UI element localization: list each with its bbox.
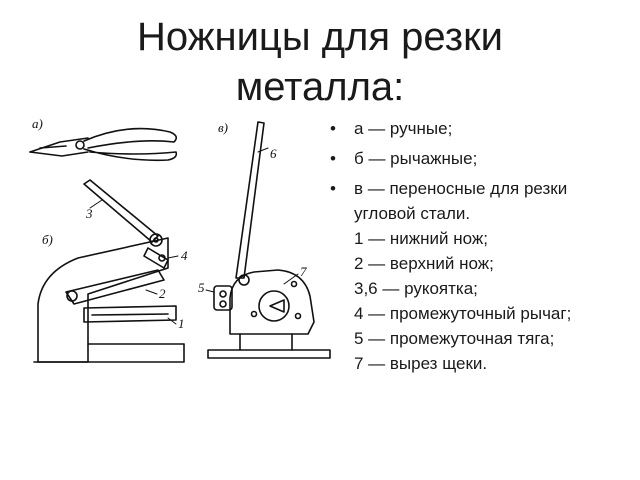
lever-shears-drawing: б) 3 4 2 1 — [33, 179, 188, 363]
legend-line-5: 5 — промежуточная тяга; — [354, 329, 555, 348]
angle-steel-shears-drawing: в) 6 7 5 — [198, 120, 331, 359]
legend-line-4: 4 — промежуточный рычаг; — [354, 304, 572, 323]
shears-types-list: • а — ручные; • б — рычажные; • в — пере… — [330, 116, 630, 381]
title-line-2: металла: — [235, 65, 405, 109]
legend-line-2: 2 — верхний нож; — [354, 254, 494, 273]
bullet-marker: • — [330, 179, 336, 198]
legend-line-3-6: 3,6 — рукоятка; — [354, 279, 478, 298]
label-a: а) — [32, 116, 43, 131]
shears-drawing: а) б) — [29, 116, 331, 363]
hand-shears-drawing: а) — [29, 116, 178, 162]
title-line-1: Ножницы для резки — [137, 15, 503, 59]
metal-shears-illustration: а) б) — [18, 108, 338, 376]
num-4: 4 — [181, 248, 188, 263]
num-7: 7 — [300, 264, 307, 279]
legend-line-1: 1 — нижний нож; — [354, 229, 489, 248]
label-b: б) — [42, 232, 53, 247]
num-6: 6 — [270, 146, 277, 161]
num-5: 5 — [198, 280, 205, 295]
num-3: 3 — [85, 206, 93, 221]
num-2: 2 — [159, 286, 166, 301]
bullet-marker: • — [330, 119, 336, 138]
list-item-portable: • в — переносные для резки угловой стали… — [330, 176, 630, 376]
item-text: б — рычажные; — [354, 149, 478, 168]
label-v: в) — [218, 120, 228, 135]
list-item-lever: • б — рычажные; — [330, 146, 630, 171]
num-1: 1 — [178, 316, 185, 331]
legend-line-7: 7 — вырез щеки. — [354, 354, 488, 373]
slide-title: Ножницы для резки металла: — [0, 12, 640, 112]
item-text: а — ручные; — [354, 119, 453, 138]
bullet-marker: • — [330, 149, 336, 168]
list-item-hand: • а — ручные; — [330, 116, 630, 141]
item-text-line: в — переносные для резки угловой стали. — [354, 179, 568, 223]
